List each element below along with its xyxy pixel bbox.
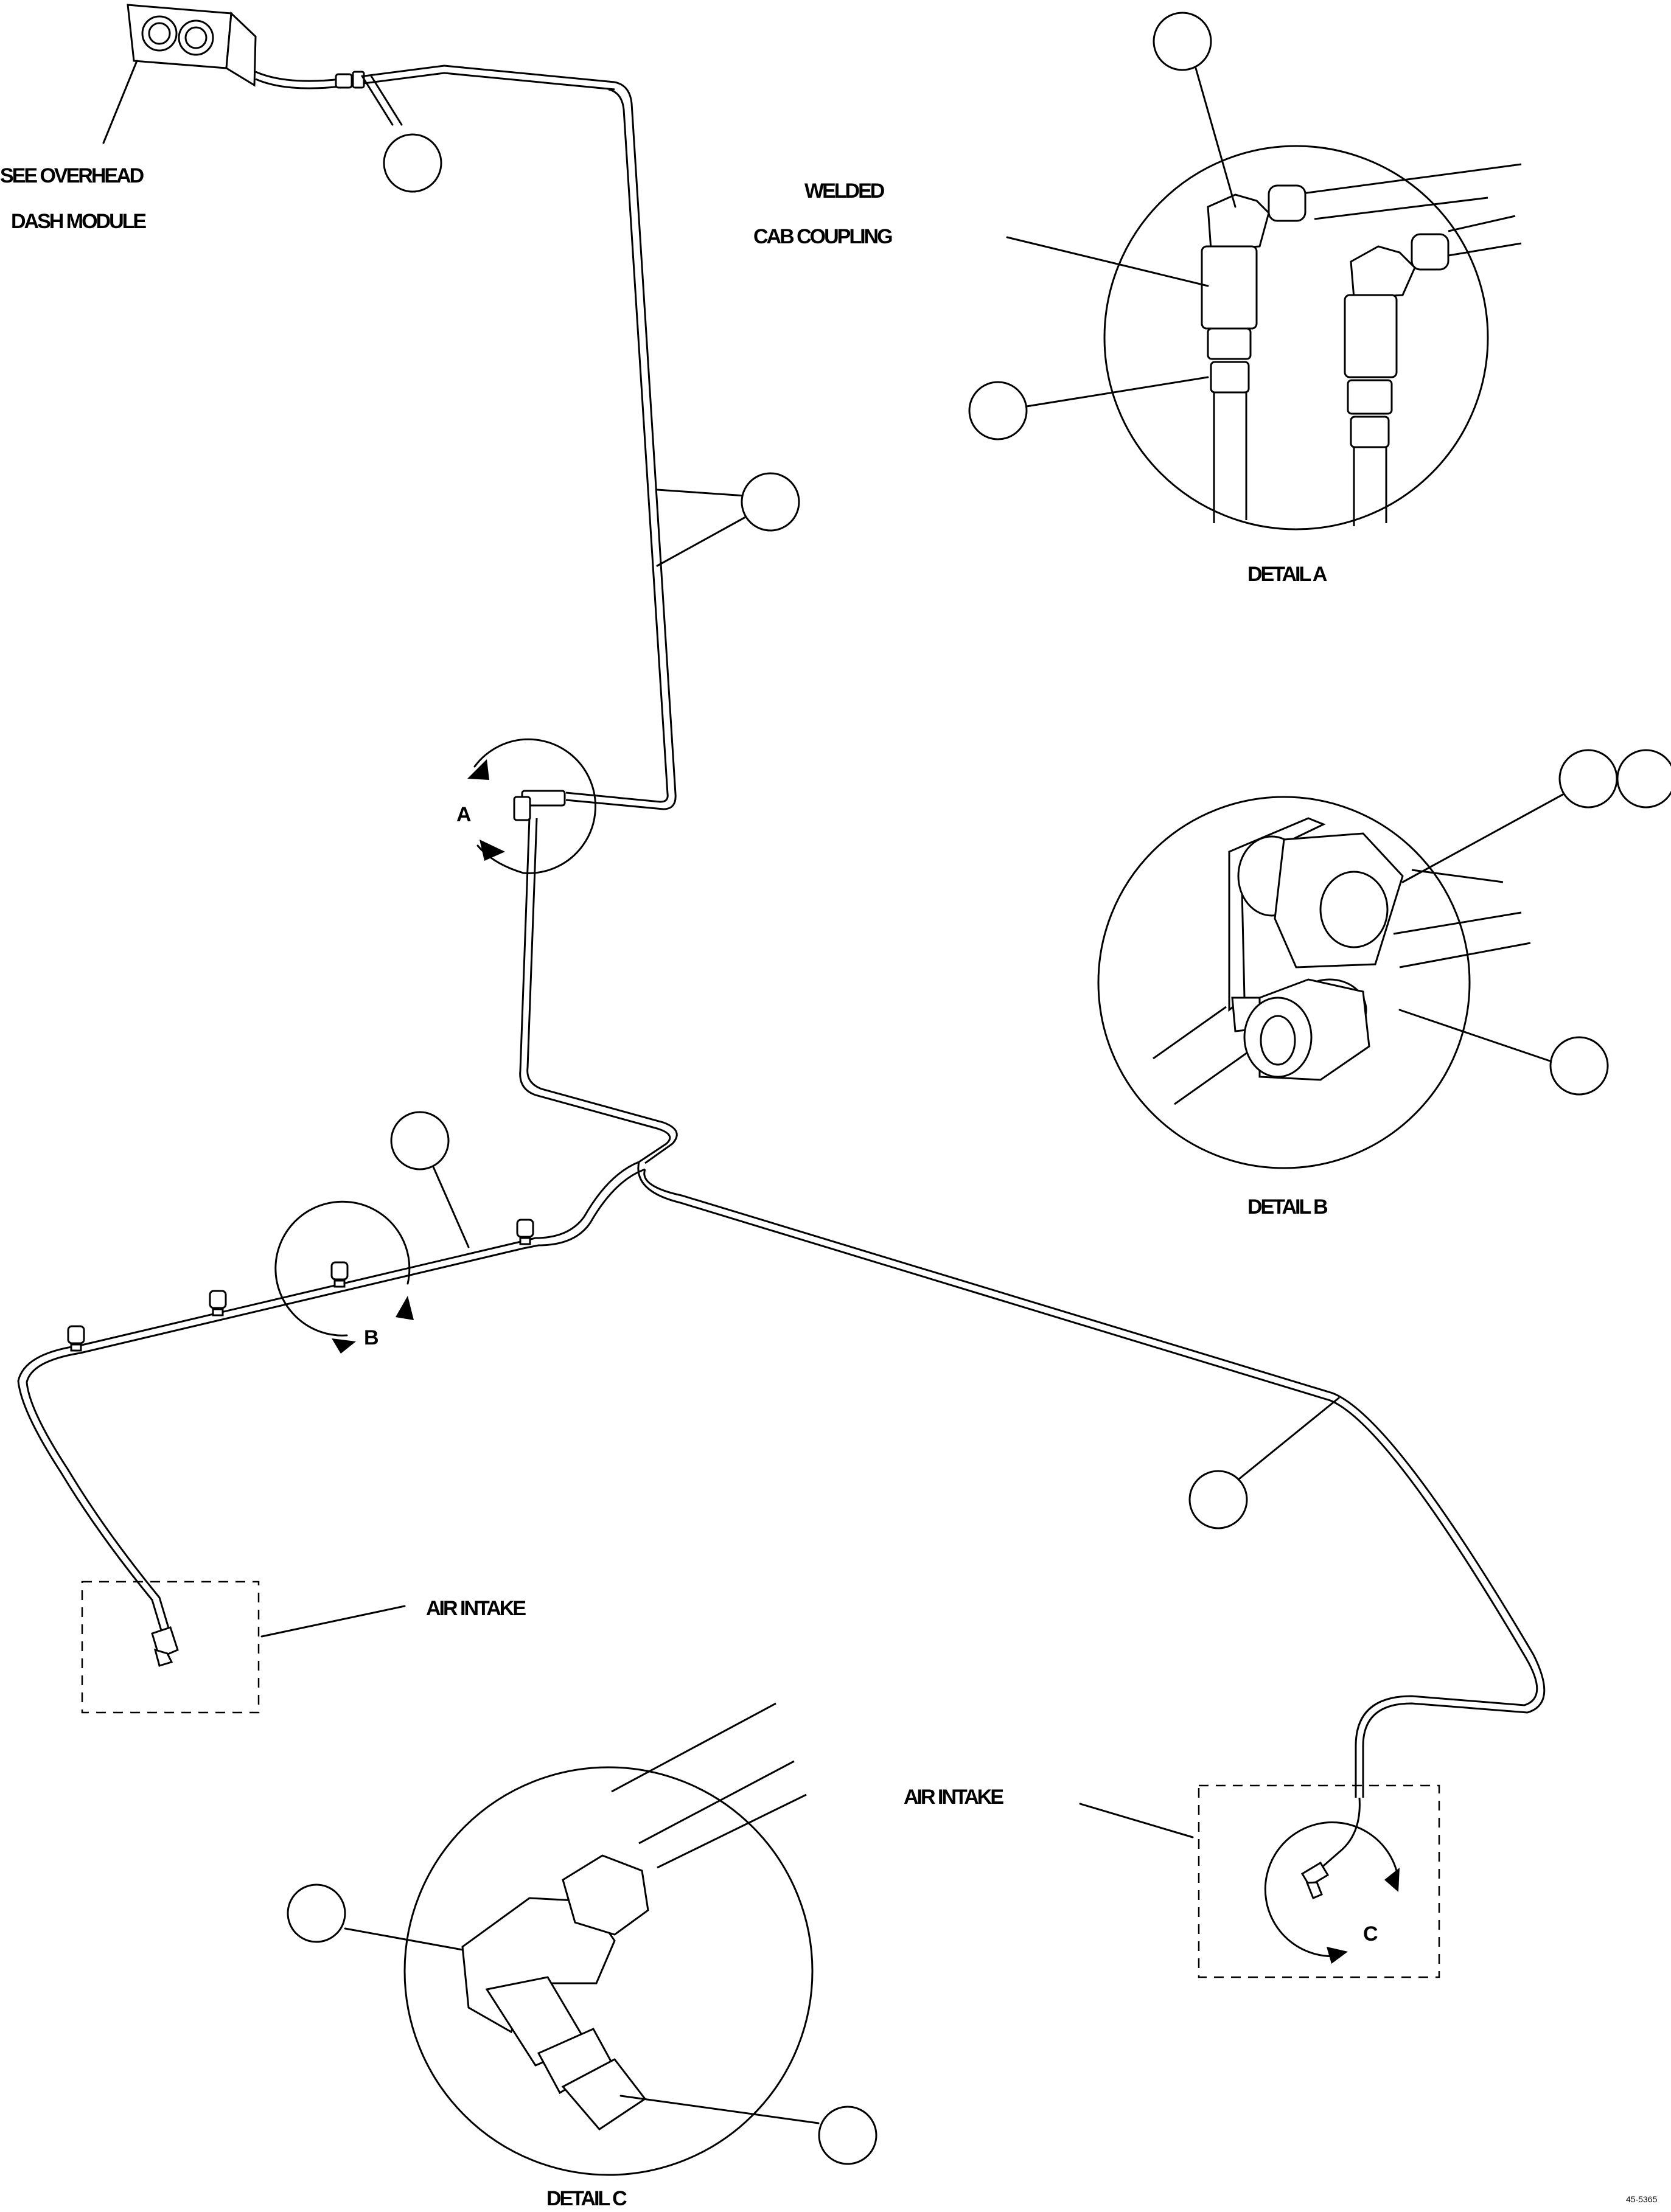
- detail-a-balloon-2: [968, 381, 1028, 440]
- detail-c-caption: DETAIL C: [546, 2187, 627, 2210]
- detail-c: DETAIL C: [287, 1702, 877, 2210]
- welded-note-line1: WELDED: [804, 179, 885, 203]
- figure-number: 45-5365: [1626, 2194, 1658, 2204]
- callout-balloon-1: [383, 133, 442, 193]
- callout-balloon-4: [1188, 1470, 1248, 1529]
- left-air-intake: [81, 1581, 406, 1714]
- view-b-label: B: [364, 1326, 379, 1349]
- right-air-intake: [1079, 1784, 1440, 1978]
- detail-c-elbow: [461, 1854, 649, 2130]
- callout-balloon-3: [390, 1111, 450, 1170]
- detail-b-upper-nut: [1237, 832, 1404, 969]
- tube-routing: [17, 64, 1546, 1875]
- clip-3: [209, 1290, 227, 1316]
- detail-b-caption: DETAIL B: [1247, 1195, 1328, 1219]
- detail-a-caption: DETAIL A: [1247, 563, 1327, 586]
- welded-note-line2: CAB COUPLING: [753, 225, 892, 248]
- dash-fitting: [335, 71, 365, 89]
- main-callouts: [361, 75, 1340, 1529]
- clip-2: [330, 1261, 349, 1288]
- detail-a-right-fitting: [1344, 233, 1449, 526]
- detail-b-balloon-1: [1558, 749, 1618, 809]
- view-c-indicator: C: [1264, 1821, 1400, 1964]
- view-c-label: C: [1363, 1922, 1378, 1946]
- tube-clips: [67, 1219, 534, 1352]
- detail-c-balloon-2: [818, 2106, 877, 2165]
- callout-balloon-2: [741, 472, 800, 532]
- view-b-indicator: B: [274, 1200, 414, 1354]
- clip-1: [516, 1219, 534, 1245]
- view-a-indicator: A: [456, 738, 596, 874]
- detail-b-balloon-3: [1549, 1036, 1609, 1096]
- cab-coupling-fitting: [513, 790, 566, 821]
- air-intake-right-label: AIR INTAKE: [904, 1786, 1003, 1809]
- detail-a-balloon-1: [1153, 12, 1212, 71]
- detail-b: DETAIL B: [1097, 749, 1671, 1219]
- detail-c-balloon-1: [287, 1883, 346, 1943]
- detail-b-lower-fitting: [1243, 978, 1370, 1081]
- overhead-note-line2: DASH MODULE: [11, 210, 146, 233]
- overhead-note-line1: SEE OVERHEAD: [0, 164, 144, 187]
- clip-4: [67, 1325, 85, 1352]
- detail-a-left-fitting: [1201, 184, 1306, 523]
- air-intake-left-label: AIR INTAKE: [426, 1597, 526, 1620]
- detail-b-balloon-2: [1616, 749, 1671, 809]
- dash-module: [102, 4, 257, 144]
- detail-a: DETAIL A: [968, 12, 1522, 586]
- view-a-label: A: [456, 803, 471, 826]
